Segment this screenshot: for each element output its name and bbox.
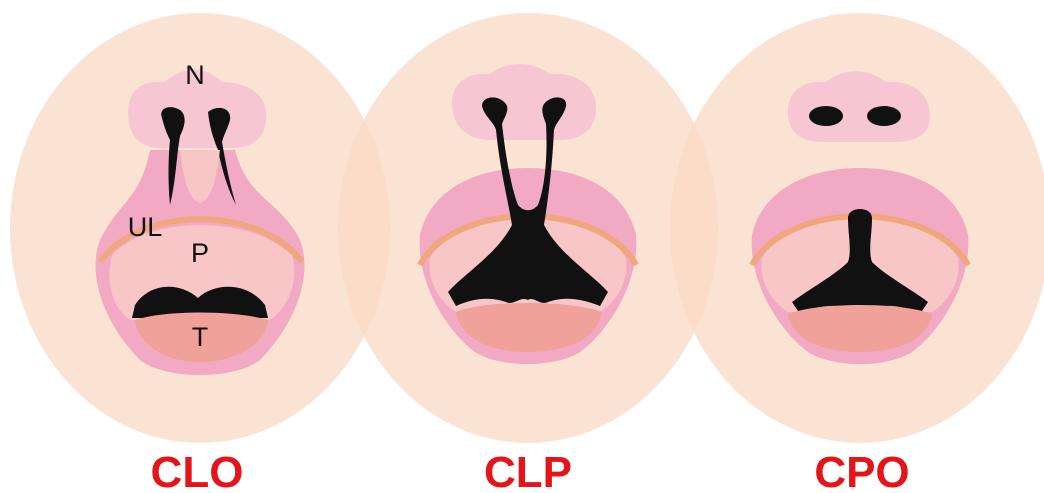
nose-label: N (185, 60, 205, 90)
clp-label: CLP (484, 448, 572, 493)
cpo-left-nostril (809, 106, 843, 126)
palate-label: P (191, 238, 209, 268)
upper-lip-label: UL (128, 212, 163, 242)
clo-label: CLO (151, 448, 244, 493)
cpo-right-nostril (867, 106, 901, 126)
tongue-label: T (192, 322, 209, 352)
cpo-label: CPO (814, 448, 909, 493)
